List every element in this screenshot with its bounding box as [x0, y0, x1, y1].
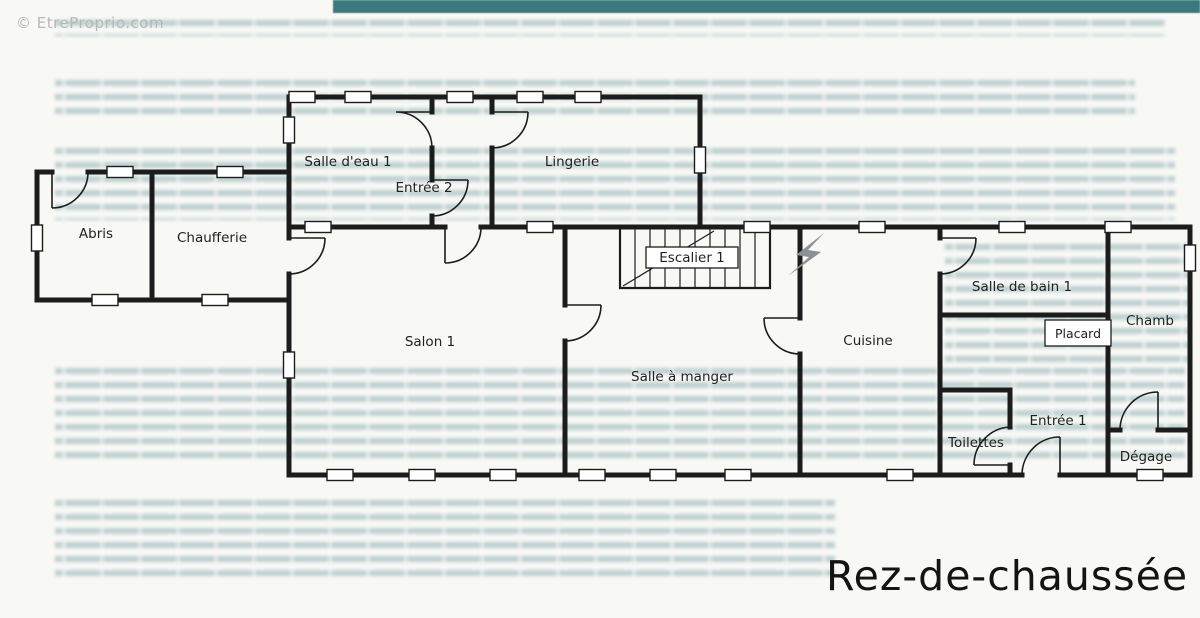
- windows: [30, 90, 1197, 482]
- room-label-abris: Abris: [79, 226, 113, 242]
- room-label-degagement: Dégage: [1120, 449, 1172, 465]
- room-label-cuisine: Cuisine: [843, 333, 892, 349]
- room-label-lingerie: Lingerie: [545, 154, 599, 170]
- electrical-symbol: [788, 233, 824, 276]
- room-label-entree-2: Entrée 2: [395, 180, 452, 196]
- room-label-salle-eau: Salle d'eau 1: [304, 154, 391, 170]
- watermark: © EtreProprio.com: [16, 14, 165, 32]
- doors: [51, 111, 1159, 476]
- room-label-salon: Salon 1: [405, 334, 455, 350]
- room-label-chaufferie: Chaufferie: [177, 230, 247, 246]
- room-label-chambre: Chamb: [1126, 313, 1174, 329]
- room-label-entree-1: Entrée 1: [1029, 413, 1086, 429]
- room-label-escalier: Escalier 1: [659, 250, 725, 266]
- stairs-label-box: [645, 246, 739, 269]
- placard-box: [1044, 319, 1112, 347]
- room-label-salle-a-manger: Salle à manger: [631, 369, 733, 385]
- room-label-salle-de-bain: Salle de bain 1: [972, 279, 1072, 295]
- room-labels: Salle d'eau 1 Entrée 2 Lingerie Abris Ch…: [79, 154, 1174, 465]
- room-label-toilettes: Toilettes: [947, 435, 1004, 451]
- floor-title: Rez-de-chaussée: [826, 552, 1189, 600]
- room-label-placard: Placard: [1055, 326, 1101, 341]
- scan-edge-strip: [333, 0, 1200, 13]
